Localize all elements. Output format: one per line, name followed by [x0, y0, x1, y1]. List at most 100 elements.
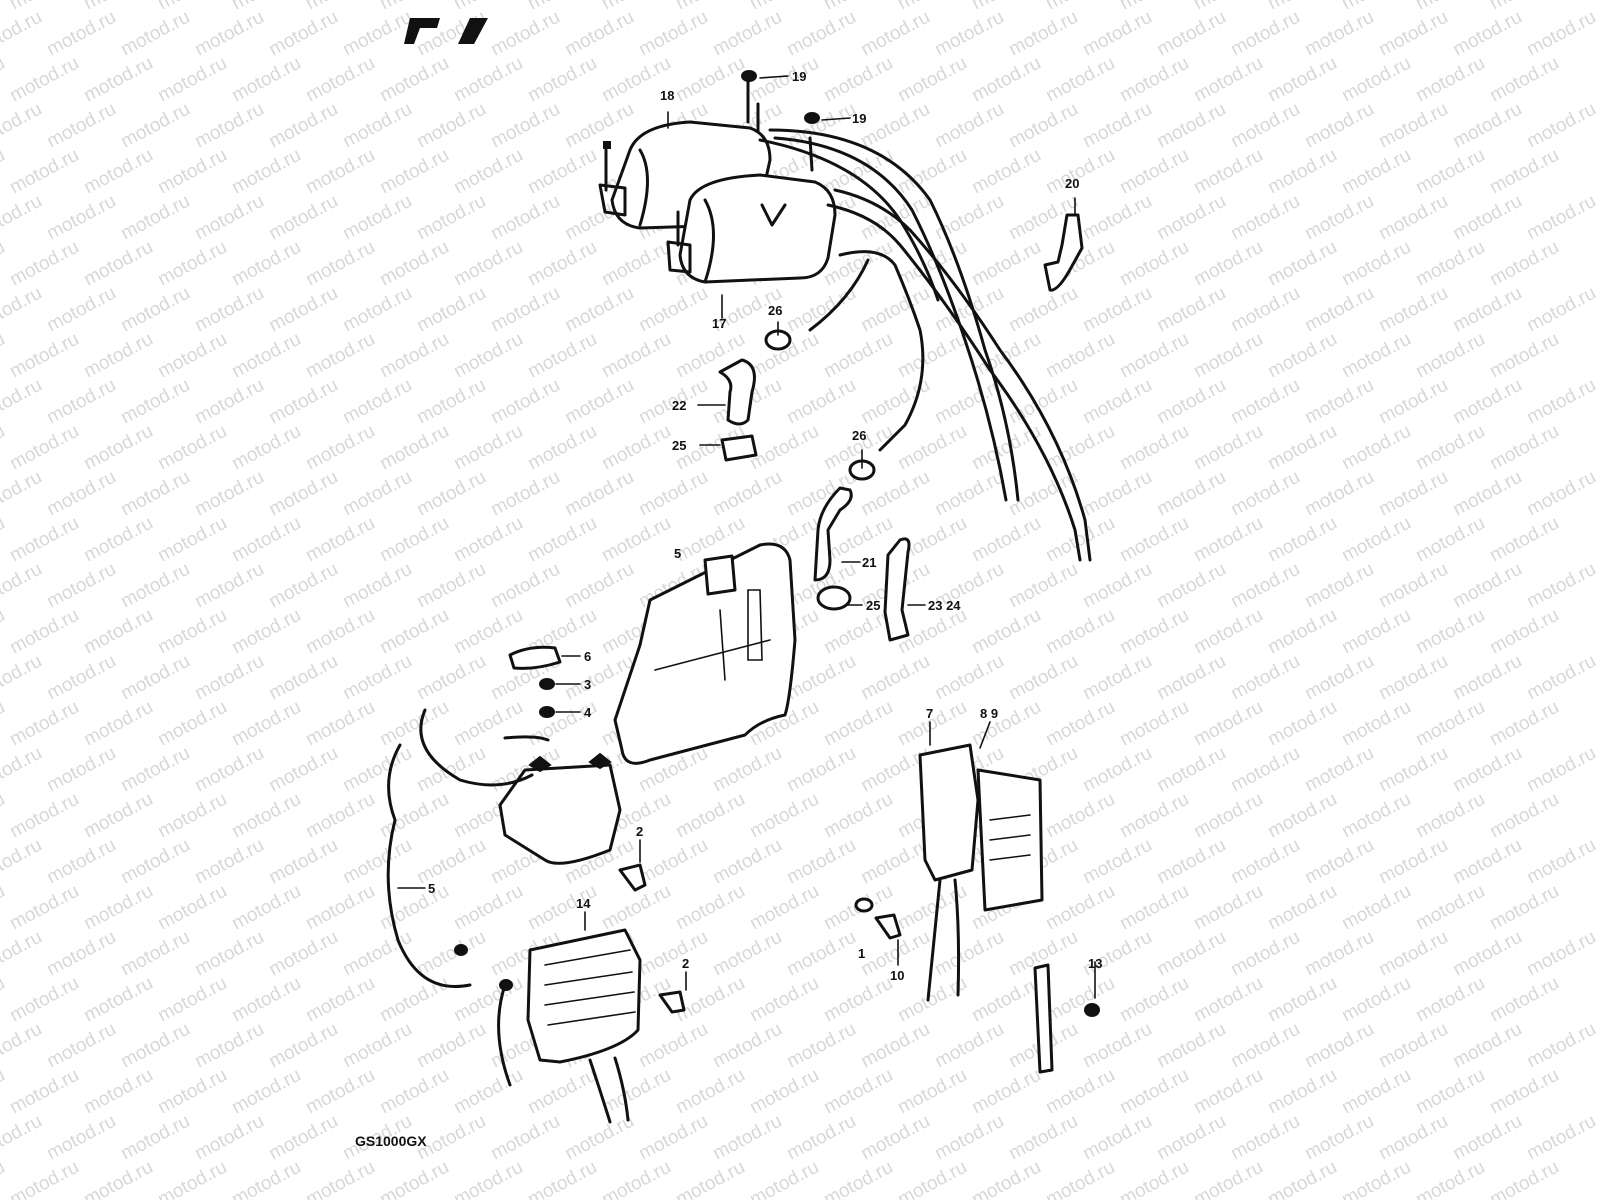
watermark-text: motod.ru: [820, 1157, 896, 1200]
watermark-text: motod.ru: [376, 1065, 452, 1119]
watermark-text: motod.ru: [6, 145, 82, 199]
watermark-text: motod.ru: [0, 283, 46, 337]
watermark-text: motod.ru: [1005, 7, 1081, 61]
watermark-text: motod.ru: [1190, 881, 1266, 935]
watermark-text: motod.ru: [0, 1019, 46, 1073]
watermark-text: motod.ru: [894, 421, 970, 475]
watermark-text: motod.ru: [0, 191, 46, 245]
watermark-text: motod.ru: [1449, 1019, 1525, 1073]
watermark-text: motod.ru: [561, 375, 637, 429]
watermark-text: motod.ru: [1375, 835, 1451, 889]
watermark-text: motod.ru: [894, 697, 970, 751]
watermark-text: motod.ru: [598, 1065, 674, 1119]
starter-relay: [498, 752, 622, 865]
nut-19-b: [804, 112, 821, 124]
watermark-text: motod.ru: [80, 145, 156, 199]
watermark-text: motod.ru: [1338, 789, 1414, 843]
watermark-text: motod.ru: [1486, 789, 1562, 843]
watermark-text: motod.ru: [302, 421, 378, 475]
watermark-text: motod.ru: [1153, 283, 1229, 337]
watermark-text: motod.ru: [894, 1065, 970, 1119]
watermark-text: motod.ru: [1264, 1157, 1340, 1200]
callout-4: 4: [584, 705, 592, 720]
watermark-text: motod.ru: [1338, 513, 1414, 567]
watermark-text: motod.ru: [1338, 0, 1414, 14]
watermark-text: motod.ru: [191, 651, 267, 705]
callout-21: 21: [862, 555, 876, 570]
watermark-text: motod.ru: [117, 7, 193, 61]
watermark-text: motod.ru: [1042, 973, 1118, 1027]
watermark-text: motod.ru: [1116, 53, 1192, 107]
watermark-text: motod.ru: [1375, 375, 1451, 429]
watermark-text: motod.ru: [746, 789, 822, 843]
watermark-text: motod.ru: [1153, 559, 1229, 613]
watermark-text: motod.ru: [1375, 743, 1451, 797]
watermark-text: motod.ru: [413, 283, 489, 337]
watermark-text: motod.ru: [302, 697, 378, 751]
callout-26-b: 26: [852, 428, 866, 443]
watermark-text: motod.ru: [376, 0, 452, 14]
watermark-text: motod.ru: [1412, 697, 1488, 751]
watermark-text: motod.ru: [561, 467, 637, 521]
watermark-text: motod.ru: [154, 881, 230, 935]
watermark-text: motod.ru: [1301, 191, 1377, 245]
watermark-text: motod.ru: [413, 835, 489, 889]
watermark-text: motod.ru: [43, 467, 119, 521]
watermark-text: motod.ru: [1449, 651, 1525, 705]
watermark-text: motod.ru: [1079, 835, 1155, 889]
bolt-2-a: [618, 863, 647, 892]
watermark-text: motod.ru: [1153, 467, 1229, 521]
watermark-text: motod.ru: [1079, 927, 1155, 981]
watermark-text: motod.ru: [154, 421, 230, 475]
watermark-text: motod.ru: [561, 1111, 637, 1165]
watermark-text: motod.ru: [302, 53, 378, 107]
watermark-text: motod.ru: [1338, 1157, 1414, 1200]
watermark-text: motod.ru: [0, 467, 46, 521]
watermark-text: motod.ru: [524, 0, 600, 14]
watermark-text: motod.ru: [376, 237, 452, 291]
watermark-text: motod.ru: [339, 743, 415, 797]
watermark-text: motod.ru: [1264, 881, 1340, 935]
watermark-text: motod.ru: [1116, 881, 1192, 935]
watermark-text: motod.ru: [228, 145, 304, 199]
watermark-text: motod.ru: [931, 191, 1007, 245]
watermark-text: motod.ru: [1153, 835, 1229, 889]
watermark-text: motod.ru: [117, 927, 193, 981]
watermark-text: motod.ru: [228, 1157, 304, 1200]
watermark-text: motod.ru: [265, 1019, 341, 1073]
watermark-text: motod.ru: [117, 375, 193, 429]
watermark-text: motod.ru: [783, 7, 859, 61]
callout-17: 17: [712, 316, 726, 331]
watermark-text: motod.ru: [1486, 697, 1562, 751]
watermark-text: motod.ru: [376, 1157, 452, 1200]
watermark-text: motod.ru: [672, 1157, 748, 1200]
watermark-text: motod.ru: [1449, 467, 1525, 521]
watermark-text: motod.ru: [1449, 559, 1525, 613]
watermark-text: motod.ru: [1338, 53, 1414, 107]
plug-cap-21: [813, 486, 853, 582]
watermark-text: motod.ru: [1116, 1065, 1192, 1119]
watermark-text: motod.ru: [968, 513, 1044, 567]
watermark-text: motod.ru: [1301, 651, 1377, 705]
watermark-text: motod.ru: [783, 375, 859, 429]
watermark-text: motod.ru: [1412, 789, 1488, 843]
watermark-text: motod.ru: [117, 283, 193, 337]
watermark-text: motod.ru: [6, 237, 82, 291]
watermark-text: motod.ru: [80, 605, 156, 659]
watermark-text: motod.ru: [1116, 0, 1192, 14]
watermark-text: motod.ru: [598, 0, 674, 14]
watermark-text: motod.ru: [1079, 375, 1155, 429]
watermark-text: motod.ru: [117, 559, 193, 613]
watermark-text: motod.ru: [1116, 1157, 1192, 1200]
watermark-text: motod.ru: [265, 743, 341, 797]
watermark-text: motod.ru: [709, 467, 785, 521]
watermark-text: motod.ru: [228, 789, 304, 843]
callout-25-a: 25: [672, 438, 686, 453]
watermark-text: motod.ru: [228, 697, 304, 751]
watermark-text: motod.ru: [450, 973, 526, 1027]
watermark-text: motod.ru: [561, 283, 637, 337]
watermark-text: motod.ru: [265, 191, 341, 245]
watermark-text: motod.ru: [339, 7, 415, 61]
watermark-text: motod.ru: [968, 605, 1044, 659]
watermark-text: motod.ru: [117, 467, 193, 521]
